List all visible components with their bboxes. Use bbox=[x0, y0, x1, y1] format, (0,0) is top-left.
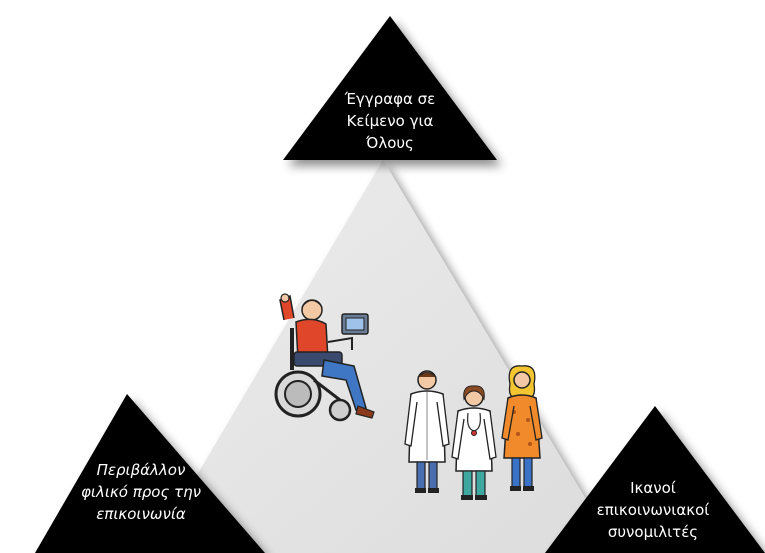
center-triangle bbox=[151, 160, 618, 553]
top-corner-label: Έγγραφα σε Κείμενο για Όλους bbox=[315, 88, 465, 154]
wheelchair-user-icon bbox=[274, 293, 375, 422]
right-label-line: επικοινωνιακοί bbox=[596, 501, 710, 519]
left-label-line: φιλικό προς την bbox=[81, 483, 201, 501]
top-corner-triangle bbox=[283, 16, 497, 160]
male-doctor-icon bbox=[404, 370, 450, 493]
left-corner-triangle bbox=[35, 394, 265, 553]
left-label-line: επικοινωνία bbox=[96, 505, 186, 523]
top-label-line: Όλους bbox=[366, 134, 414, 152]
right-label-line: Ικανοί bbox=[630, 479, 676, 497]
left-corner-label: Περιβάλλον φιλικό προς την επικοινωνία bbox=[56, 459, 226, 525]
top-label-line: Έγγραφα σε bbox=[344, 90, 436, 108]
top-label-line: Κείμενο για bbox=[346, 112, 434, 130]
woman-icon bbox=[501, 365, 543, 491]
right-corner-label: Ικανοί επικοινωνιακοί συνομιλιτές bbox=[568, 477, 738, 543]
left-label-line: Περιβάλλον bbox=[96, 461, 186, 479]
right-corner-triangle bbox=[545, 406, 765, 553]
female-doctor-icon bbox=[451, 385, 497, 500]
right-label-line: συνομιλιτές bbox=[607, 523, 699, 541]
